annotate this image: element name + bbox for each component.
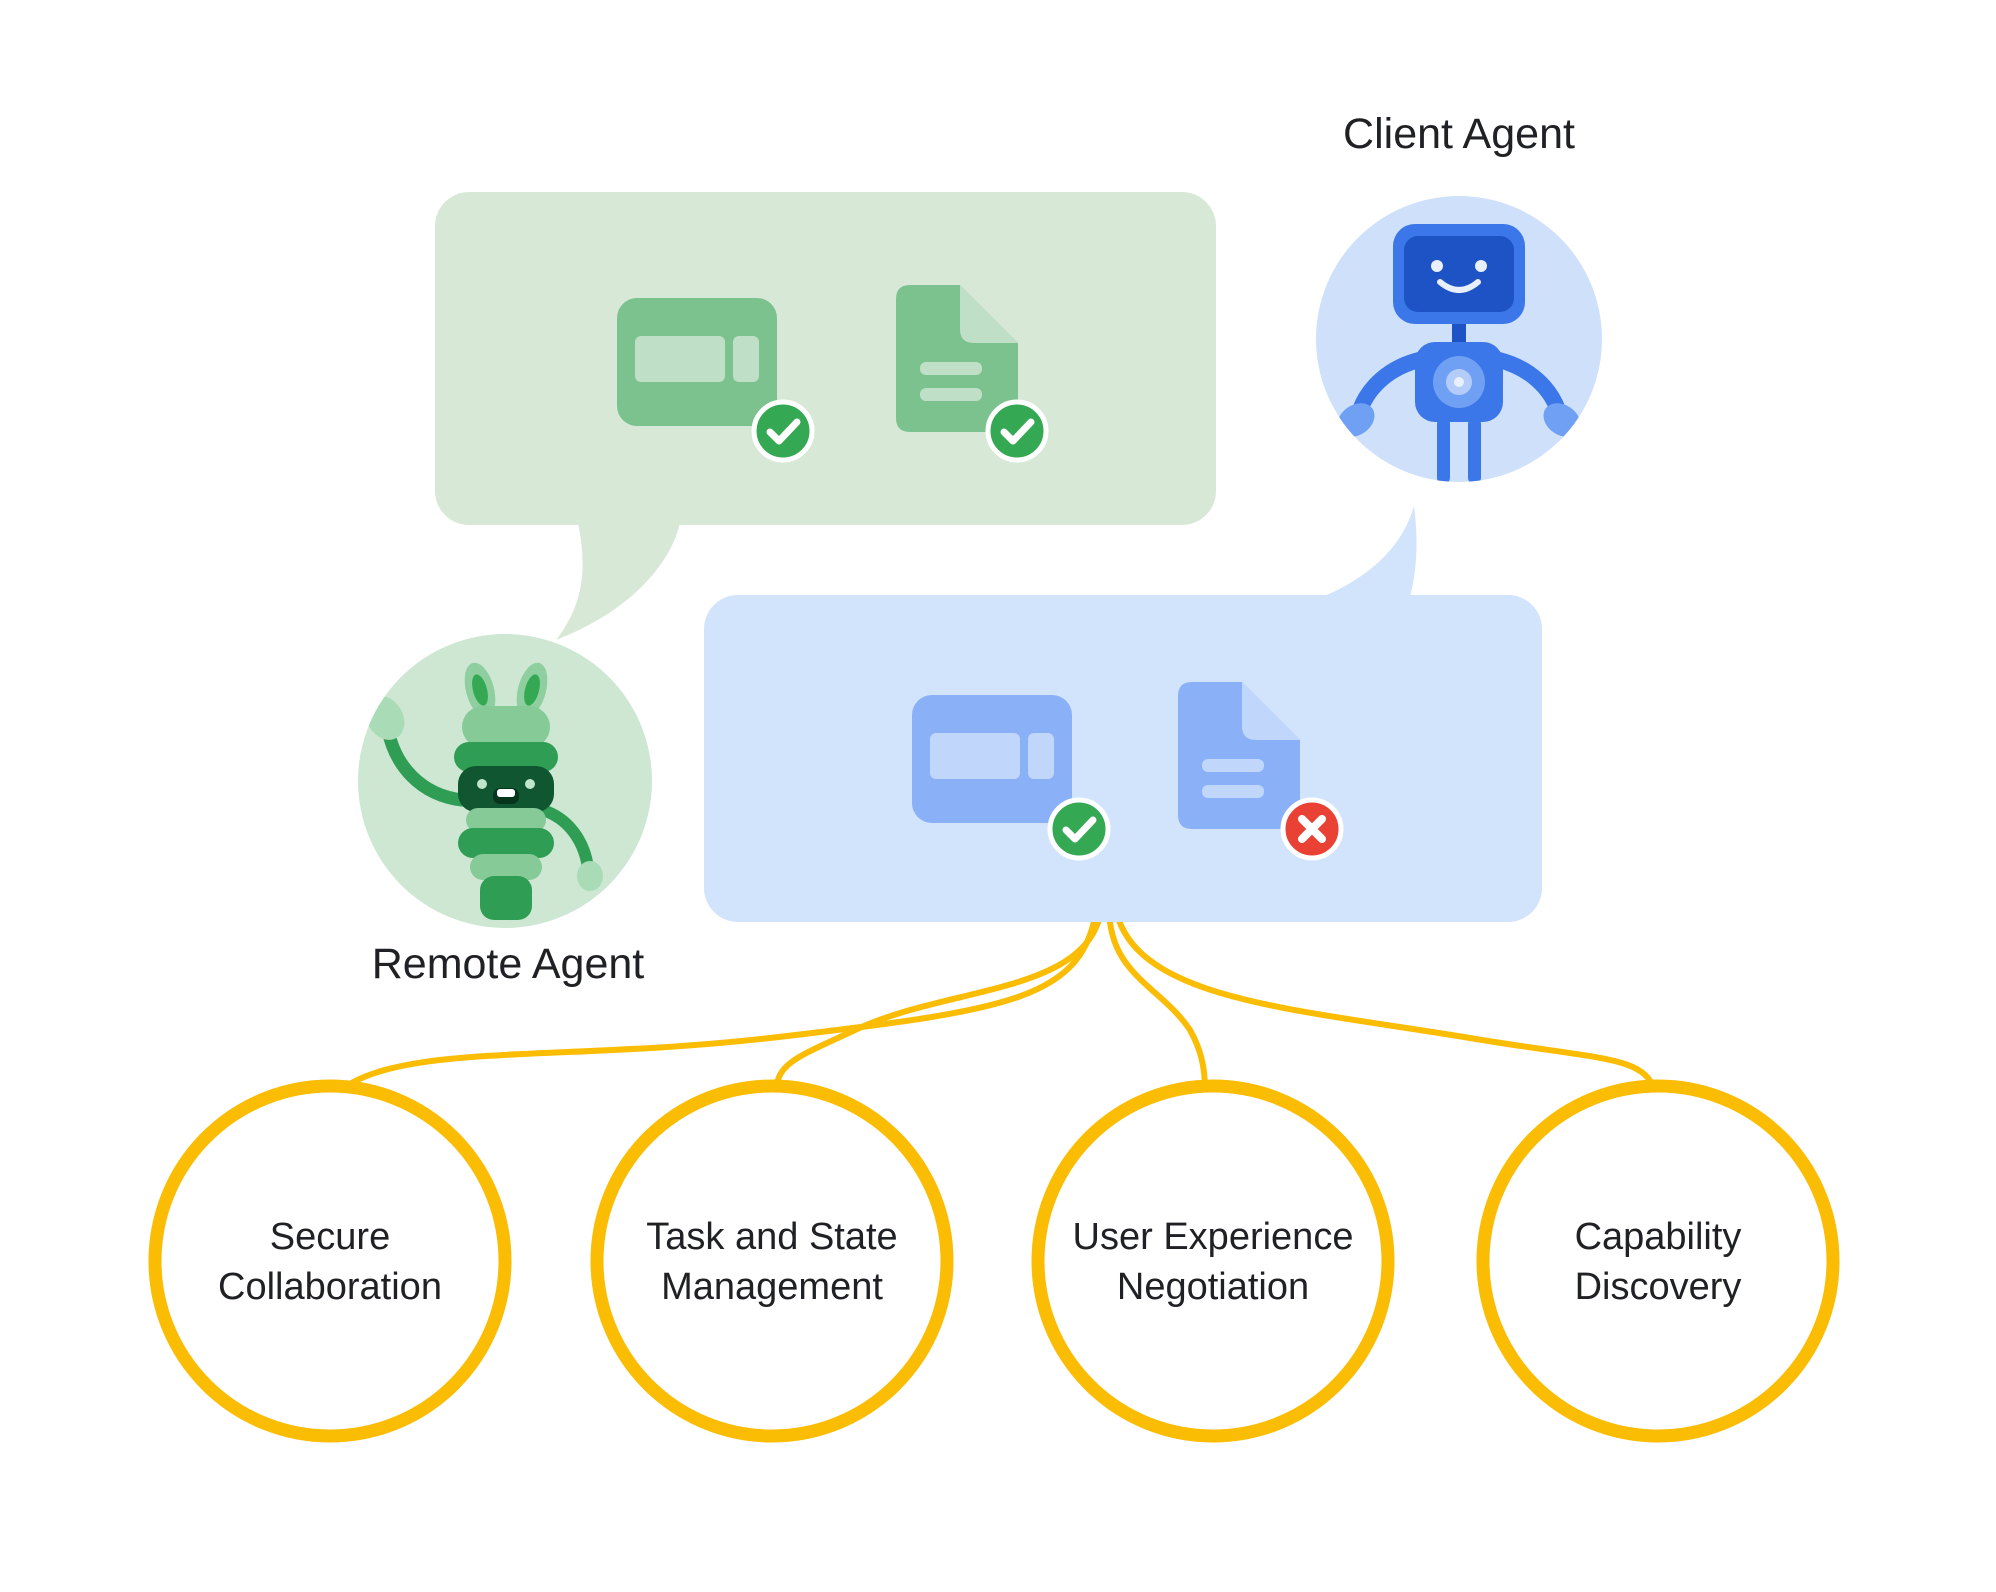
feature-label-line1: Capability (1574, 1216, 1742, 1258)
feature-label-line2: Discovery (1574, 1266, 1742, 1308)
feature-circle-user-experience-negotiation (1031, 1079, 1395, 1443)
check-badge (1047, 797, 1111, 861)
remote-agent-label: Remote Agent (371, 940, 645, 988)
feature-circle-capability-discovery (1476, 1079, 1840, 1443)
feature-label-user-experience-negotiation: User Experience Negotiation (1043, 1212, 1383, 1312)
connector-line-task-state (773, 902, 1105, 1093)
feature-circle-task-state-management (590, 1079, 954, 1443)
client-agent-label: Client Agent (1343, 110, 1575, 158)
green-robot-mascot (365, 662, 603, 920)
layout-card-icon (912, 695, 1072, 823)
client-agent-avatar (1316, 196, 1602, 482)
client-agent-speech-bubble (704, 506, 1542, 922)
feature-label-line2: Negotiation (1116, 1266, 1310, 1308)
feature-label-line2: Management (661, 1266, 883, 1308)
feature-label-secure-collaboration: Secure Collaboration (160, 1212, 500, 1312)
connector-line-capability-discovery (1112, 902, 1658, 1095)
document-icon (896, 285, 1018, 432)
robot-eye (525, 779, 535, 789)
feature-label-line1: User Experience (1072, 1216, 1354, 1258)
connector-line-secure-collaboration (335, 902, 1100, 1095)
check-badge (751, 399, 815, 463)
feature-label-line1: Task and State (646, 1216, 898, 1258)
document-icon (1178, 682, 1300, 829)
remote-agent-avatar (358, 634, 652, 928)
blue-robot-mascot (1337, 224, 1581, 482)
speech-bubble-body (435, 192, 1216, 525)
robot-eye (1431, 260, 1443, 272)
speech-bubble-tail (1322, 506, 1417, 597)
feature-label-task-state-management: Task and State Management (602, 1212, 942, 1312)
feature-label-line1: Secure (269, 1216, 391, 1258)
robot-eye (1475, 260, 1487, 272)
connector-lines (335, 902, 1658, 1095)
check-badge (985, 399, 1049, 463)
feature-label-capability-discovery: Capability Discovery (1488, 1212, 1828, 1312)
feature-circles (148, 1079, 1840, 1443)
speech-bubble-body (704, 595, 1542, 922)
robot-smile (1437, 279, 1481, 293)
remote-agent-speech-bubble (435, 192, 1216, 640)
connector-line-ux-negotiation (1105, 902, 1208, 1093)
layout-card-icon (617, 298, 777, 426)
feature-label-line2: Collaboration (218, 1266, 442, 1308)
speech-bubble-tail (556, 523, 680, 640)
feature-circle-secure-collaboration (148, 1079, 512, 1443)
error-badge (1280, 797, 1344, 861)
robot-eye (477, 779, 487, 789)
